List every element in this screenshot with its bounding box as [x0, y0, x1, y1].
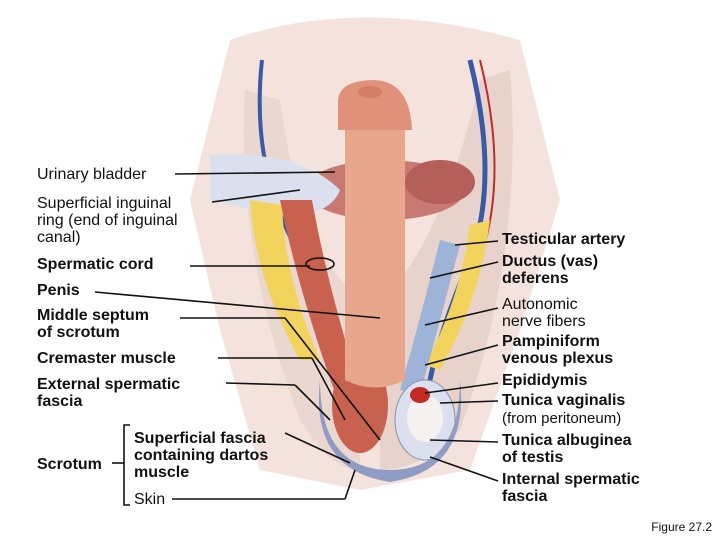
label-tunica-vaginalis: Tunica vaginalis: [502, 392, 626, 409]
label-internal-spermatic-fascia: Internal spermatic fascia: [502, 471, 640, 505]
scrotum-bracket: [123, 424, 130, 506]
label-superficial-inguinal-ring: Superficial inguinal ring (end of inguin…: [37, 195, 178, 246]
label-penis: Penis: [37, 282, 80, 299]
bladder-right-lobe: [405, 160, 475, 204]
leader-skin-2: [344, 469, 356, 500]
label-superficial-fascia: Superficial fascia containing dartos mus…: [134, 430, 269, 481]
label-pampiniform-plexus: Pampiniform venous plexus: [502, 333, 614, 367]
leader-urinary-bladder: [174, 171, 336, 175]
right-spermatic-cord: [400, 240, 460, 395]
right-testis: [407, 394, 443, 442]
leader-penis: [94, 291, 381, 319]
label-epididymis: Epididymis: [502, 372, 588, 389]
leader-middle-septum-2: [284, 317, 381, 441]
label-autonomic-nerve-fibers: Autonomic nerve fibers: [502, 296, 586, 330]
label-skin: Skin: [134, 491, 166, 508]
leader-tunica-vaginalis: [439, 400, 499, 404]
leader-cremaster-2: [311, 357, 346, 421]
leader-epididymis: [424, 382, 499, 394]
label-from-peritoneum: (from peritoneum): [502, 410, 622, 427]
leader-tunica-albuginea: [429, 439, 499, 443]
penis-glans: [338, 80, 412, 130]
leader-inguinal-ring: [211, 189, 301, 203]
right-fat-layer: [425, 220, 490, 370]
urethral-opening: [358, 86, 382, 98]
leader-superficial-fascia: [284, 432, 351, 464]
epididymis-shape: [410, 387, 430, 403]
leader-external-fascia: [225, 382, 296, 386]
label-testicular-artery: Testicular artery: [502, 231, 626, 248]
leader-ductus: [429, 261, 499, 279]
leader-pampiniform: [424, 344, 499, 366]
leader-testicular-artery: [454, 240, 499, 246]
left-fat-layer: [250, 200, 320, 360]
leader-autonomic: [424, 307, 499, 326]
leader-internal-fascia: [429, 456, 499, 482]
label-urinary-bladder: Urinary bladder: [37, 166, 147, 183]
label-external-spermatic-fascia: External spermatic fascia: [37, 376, 181, 410]
label-cremaster-muscle: Cremaster muscle: [37, 350, 176, 367]
label-spermatic-cord: Spermatic cord: [37, 256, 154, 273]
fascia-sheet: [210, 154, 340, 215]
label-ductus-deferens: Ductus (vas) deferens: [502, 253, 599, 287]
leader-external-fascia-2: [294, 384, 331, 421]
label-scrotum: Scrotum: [37, 456, 102, 473]
spermatic-cord-ring: [305, 257, 335, 271]
label-tunica-albuginea: Tunica albuginea of testis: [502, 432, 632, 466]
label-middle-septum: Middle septum of scrotum: [37, 307, 150, 341]
penis-shaft: [345, 130, 405, 388]
figure-caption: Figure 27.2: [651, 520, 712, 534]
